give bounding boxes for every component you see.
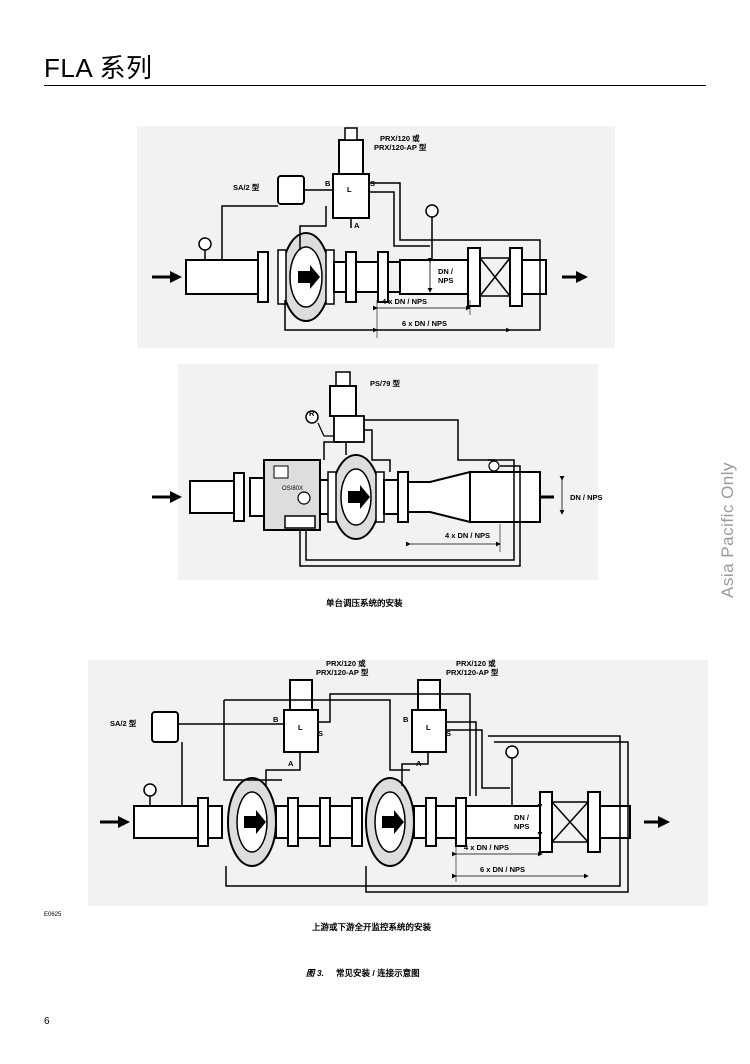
d1-port-l: L xyxy=(347,185,352,194)
diagram-single-regulator: PS/79 型 R OS/80X DN / NPS 4 x DN / NPS xyxy=(152,364,603,580)
d3-dim-6dn: 6 x DN / NPS xyxy=(480,865,525,874)
d2-dim-4dn: 4 x DN / NPS xyxy=(445,531,490,540)
d3-port-b: B xyxy=(273,715,279,724)
d3-regulator2-label-2: PRX/120-AP 型 xyxy=(446,667,499,677)
header-rule xyxy=(44,85,706,86)
d3-regulator2-label-1: PRX/120 或 xyxy=(456,658,496,668)
figure-caption-text: 常见安装 / 连接示意图 xyxy=(336,968,420,978)
d3-dim-4dn: 4 x DN / NPS xyxy=(464,843,509,852)
d3-dn-label-1: DN / xyxy=(514,813,530,822)
d3-pilot-label: SA/2 型 xyxy=(110,718,137,728)
d1-pilot-label: SA/2 型 xyxy=(233,182,260,192)
drawing-code: E0625 xyxy=(44,912,62,918)
d3-port-s: S xyxy=(318,729,323,738)
d3-caption: 上游或下游全开监控系统的安装 xyxy=(312,922,432,932)
d2-slam-shut-label: OS/80X xyxy=(282,486,303,492)
d3-port-a-2: A xyxy=(416,759,422,768)
d3-port-s-2: S xyxy=(446,729,451,738)
d1-dn-label-2: NPS xyxy=(438,276,453,285)
d3-dn-label-2: NPS xyxy=(514,822,529,831)
d1-port-s: S xyxy=(370,179,375,188)
d1-port-b: B xyxy=(325,179,331,188)
diagram-single-run-monitor: PRX/120 或 PRX/120-AP 型 SA/2 型 B L S A DN… xyxy=(137,126,615,348)
d3-port-b-2: B xyxy=(403,715,409,724)
d1-dim-4dn: 4 x DN / NPS xyxy=(382,297,427,306)
d1-regulator-label-2: PRX/120-AP 型 xyxy=(374,142,427,152)
d3-port-a: A xyxy=(288,759,294,768)
d3-port-l-2: L xyxy=(426,723,431,732)
d1-port-a: A xyxy=(354,221,360,230)
d2-port-r: R xyxy=(309,409,315,418)
page-number: 6 xyxy=(44,1016,50,1027)
figure-caption-number: 图 3. xyxy=(306,968,324,978)
d1-dim-6dn: 6 x DN / NPS xyxy=(402,319,447,328)
d1-dn-label-1: DN / xyxy=(438,267,454,276)
d2-caption: 单台调压系统的安装 xyxy=(326,598,403,608)
d3-port-l: L xyxy=(298,723,303,732)
d2-dn-label: DN / NPS xyxy=(570,493,603,502)
d2-regulator-label: PS/79 型 xyxy=(370,378,401,388)
d3-regulator1-label-1: PRX/120 或 xyxy=(326,658,366,668)
d1-regulator-label-1: PRX/120 或 xyxy=(380,133,420,143)
page-title: FLA 系列 xyxy=(44,53,153,83)
d3-regulator1-label-2: PRX/120-AP 型 xyxy=(316,667,369,677)
diagram-full-open-monitor: PRX/120 或 PRX/120-AP 型 PRX/120 或 PRX/120… xyxy=(88,658,708,906)
